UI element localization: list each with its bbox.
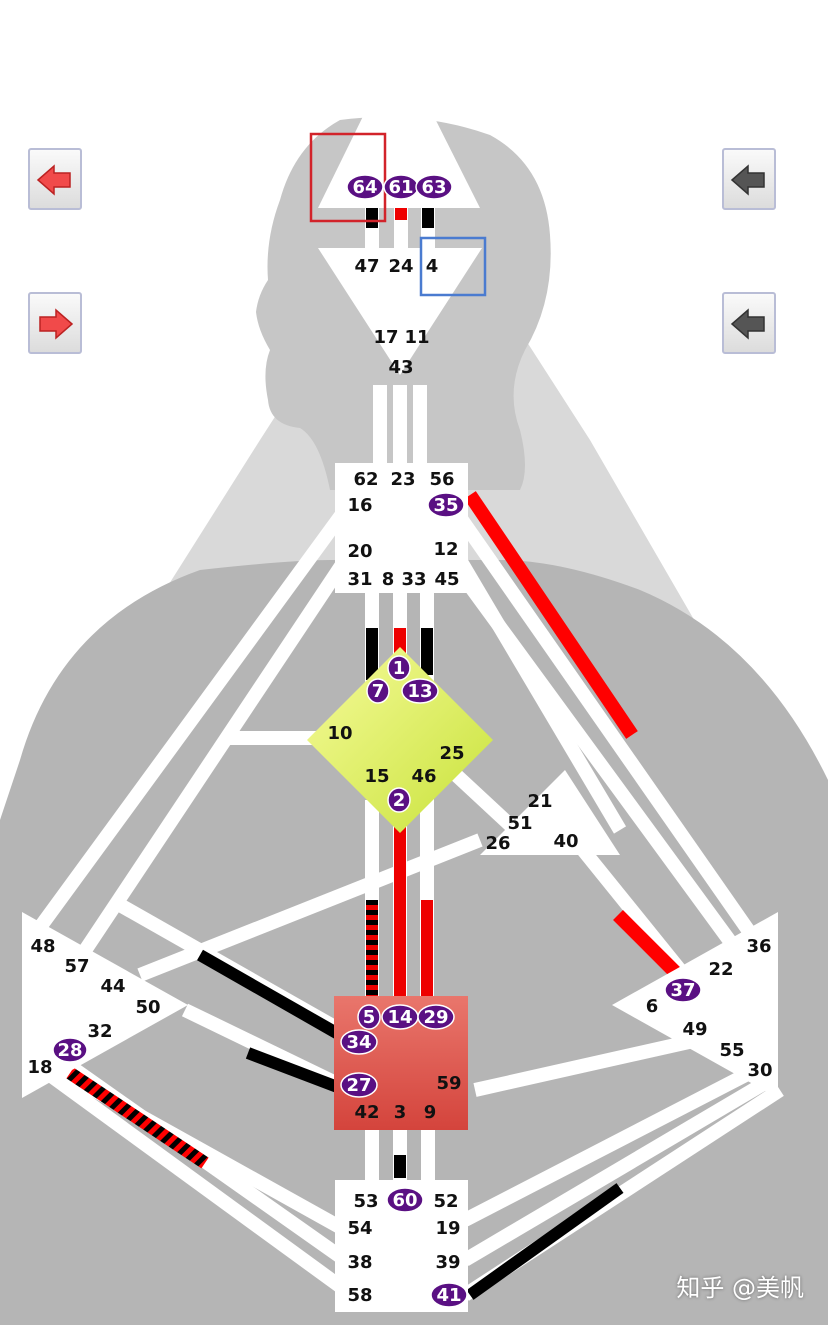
gate-circles: [52, 174, 702, 1308]
gate-23: 23: [390, 469, 415, 490]
gate-44: 44: [100, 976, 125, 997]
gate-13: 13: [407, 681, 432, 702]
gate-28: 28: [57, 1040, 82, 1061]
gate-50: 50: [135, 997, 160, 1018]
g-center: [307, 647, 493, 833]
gate-2: 2: [393, 790, 406, 811]
gate-61: 61: [388, 177, 413, 198]
gate-32: 32: [87, 1021, 112, 1042]
gate-27: 27: [346, 1075, 371, 1096]
gate-59: 59: [436, 1073, 461, 1094]
gate-42: 42: [354, 1102, 379, 1123]
gate-6: 6: [646, 996, 659, 1017]
gate-49: 49: [682, 1019, 707, 1040]
gate-25: 25: [439, 743, 464, 764]
gate-62: 62: [353, 469, 378, 490]
gate-58: 58: [347, 1285, 372, 1306]
gate-9: 9: [424, 1102, 437, 1123]
gate-22: 22: [708, 959, 733, 980]
gate-19: 19: [435, 1218, 460, 1239]
gate-36: 36: [746, 936, 771, 957]
gate-31: 31: [347, 569, 372, 590]
watermark: 知乎 @美帆: [676, 1274, 804, 1302]
ajna-center: [318, 248, 482, 375]
left-arrow-red-icon: [36, 164, 71, 196]
gate-8: 8: [382, 569, 395, 590]
gate-14: 14: [387, 1007, 412, 1028]
gate-15: 15: [364, 766, 389, 787]
gate-57: 57: [64, 956, 89, 977]
gate-35: 35: [433, 495, 458, 516]
gate-40: 40: [553, 831, 578, 852]
gate-64: 64: [352, 177, 377, 198]
gate-55: 55: [719, 1040, 744, 1061]
gate-5: 5: [363, 1007, 376, 1028]
head-center: [318, 45, 480, 208]
gate-11: 11: [404, 327, 429, 348]
left-arrow-gray-icon: [730, 164, 765, 196]
gate-3: 3: [394, 1102, 407, 1123]
solar-plexus-center: [612, 912, 778, 1098]
gate-26: 26: [485, 833, 510, 854]
gate-52: 52: [433, 1191, 458, 1212]
gate-47: 47: [354, 256, 379, 277]
gate-63: 63: [421, 177, 446, 198]
right-arrow-red-icon: [39, 308, 74, 340]
gate-30: 30: [747, 1060, 772, 1081]
gate-51: 51: [507, 813, 532, 834]
gate-labels: 64 61 63 47 24 4 17 11 43 62 23 56 16 35…: [27, 177, 772, 1306]
heart-center: [480, 770, 620, 855]
gate-48: 48: [30, 936, 55, 957]
gate-60: 60: [392, 1190, 417, 1211]
gate-56: 56: [429, 469, 454, 490]
throat-center: [335, 463, 468, 593]
gate-10: 10: [327, 723, 352, 744]
gate-18: 18: [27, 1057, 52, 1078]
gate-4: 4: [426, 256, 439, 277]
gate-21: 21: [527, 791, 552, 812]
gate-53: 53: [353, 1191, 378, 1212]
gate-39: 39: [435, 1252, 460, 1273]
gate-38: 38: [347, 1252, 372, 1273]
gate-37: 37: [670, 980, 695, 1001]
gate-46: 46: [411, 766, 436, 787]
gate-54: 54: [347, 1218, 372, 1239]
left-arrow-gray-icon: [730, 308, 765, 340]
gate-12: 12: [433, 539, 458, 560]
gray-arrow-button-bottom[interactable]: [722, 292, 776, 354]
gate-24: 24: [388, 256, 413, 277]
gate-43: 43: [388, 357, 413, 378]
gate-29: 29: [423, 1007, 448, 1028]
gate-7: 7: [372, 681, 385, 702]
activations: [66, 208, 681, 1300]
gate-34: 34: [346, 1032, 371, 1053]
highlight-box-blue: [419, 236, 487, 297]
highlight-box-red: [309, 132, 387, 223]
gate-41: 41: [436, 1285, 461, 1306]
gate-17: 17: [373, 327, 398, 348]
gate-1: 1: [393, 658, 406, 679]
left-arrow-button-top[interactable]: [28, 148, 82, 210]
gate-45: 45: [434, 569, 459, 590]
gate-20: 20: [347, 541, 372, 562]
gray-arrow-button-top[interactable]: [722, 148, 776, 210]
right-arrow-button-bottom[interactable]: [28, 292, 82, 354]
gate-16: 16: [347, 495, 372, 516]
gate-33: 33: [401, 569, 426, 590]
